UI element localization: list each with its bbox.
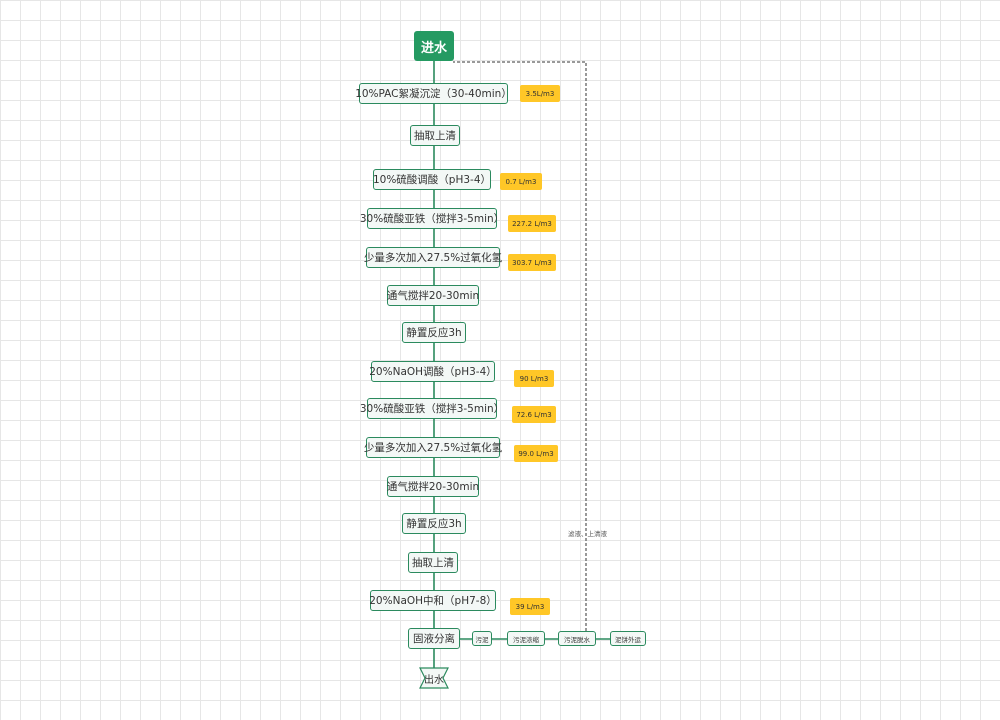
return-dashed-line: [453, 61, 587, 631]
step-ferrous-sulfate-1[interactable]: 30%硫酸亚铁（搅拌3-5min）: [360, 208, 504, 229]
step-aeration-1[interactable]: 通气搅拌20-30min: [387, 285, 479, 306]
dosage-badge-ferrous-2: 72.6 L/m3: [512, 406, 556, 423]
step-ferrous-sulfate-2[interactable]: 30%硫酸亚铁（搅拌3-5min）: [360, 398, 504, 419]
dosage-badge-pac: 3.5L/m3: [520, 85, 560, 102]
step-solid-liquid-separation[interactable]: 固液分离: [408, 628, 460, 649]
step-naoh-neutralize[interactable]: 20%NaOH中和（pH7-8）: [369, 590, 497, 611]
outlet-shape: [419, 667, 449, 689]
step-extract-supernatant-1[interactable]: 抽取上清: [410, 125, 460, 146]
step-naoh-adjust[interactable]: 20%NaOH调酸（pH3-4）: [369, 361, 497, 382]
dosage-badge-sulfuric-acid: 0.7 L/m3: [500, 173, 542, 190]
dosage-badge-neutralize: 39 L/m3: [510, 598, 550, 615]
dosage-badge-ferrous-1: 227.2 L/m3: [508, 215, 556, 232]
return-flow-label: 滤液、上清液: [568, 530, 607, 538]
sludge-cake-transport-node[interactable]: 泥饼外运: [610, 631, 646, 646]
step-aeration-2[interactable]: 通气搅拌20-30min: [387, 476, 479, 497]
sludge-dewatering-node[interactable]: 污泥脱水: [558, 631, 596, 646]
start-node-inlet[interactable]: 进水: [414, 31, 454, 61]
step-pac-flocculation[interactable]: 10%PAC絮凝沉淀（30-40min）: [355, 83, 512, 104]
step-sulfuric-acid[interactable]: 10%硫酸调酸（pH3-4）: [373, 169, 491, 190]
step-static-reaction-1[interactable]: 静置反应3h: [402, 322, 466, 343]
dosage-badge-naoh: 90 L/m3: [514, 370, 554, 387]
dosage-badge-peroxide-2: 99.0 L/m3: [514, 445, 558, 462]
sludge-node[interactable]: 污泥: [472, 631, 492, 646]
sludge-thickening-node[interactable]: 污泥浓缩: [507, 631, 545, 646]
step-hydrogen-peroxide-1[interactable]: 少量多次加入27.5%过氧化氢: [364, 247, 502, 268]
step-hydrogen-peroxide-2[interactable]: 少量多次加入27.5%过氧化氢: [364, 437, 502, 458]
dosage-badge-peroxide-1: 303.7 L/m3: [508, 254, 556, 271]
step-extract-supernatant-2[interactable]: 抽取上清: [408, 552, 458, 573]
outlet-label[interactable]: 出水: [424, 674, 444, 686]
step-static-reaction-2[interactable]: 静置反应3h: [402, 513, 466, 534]
